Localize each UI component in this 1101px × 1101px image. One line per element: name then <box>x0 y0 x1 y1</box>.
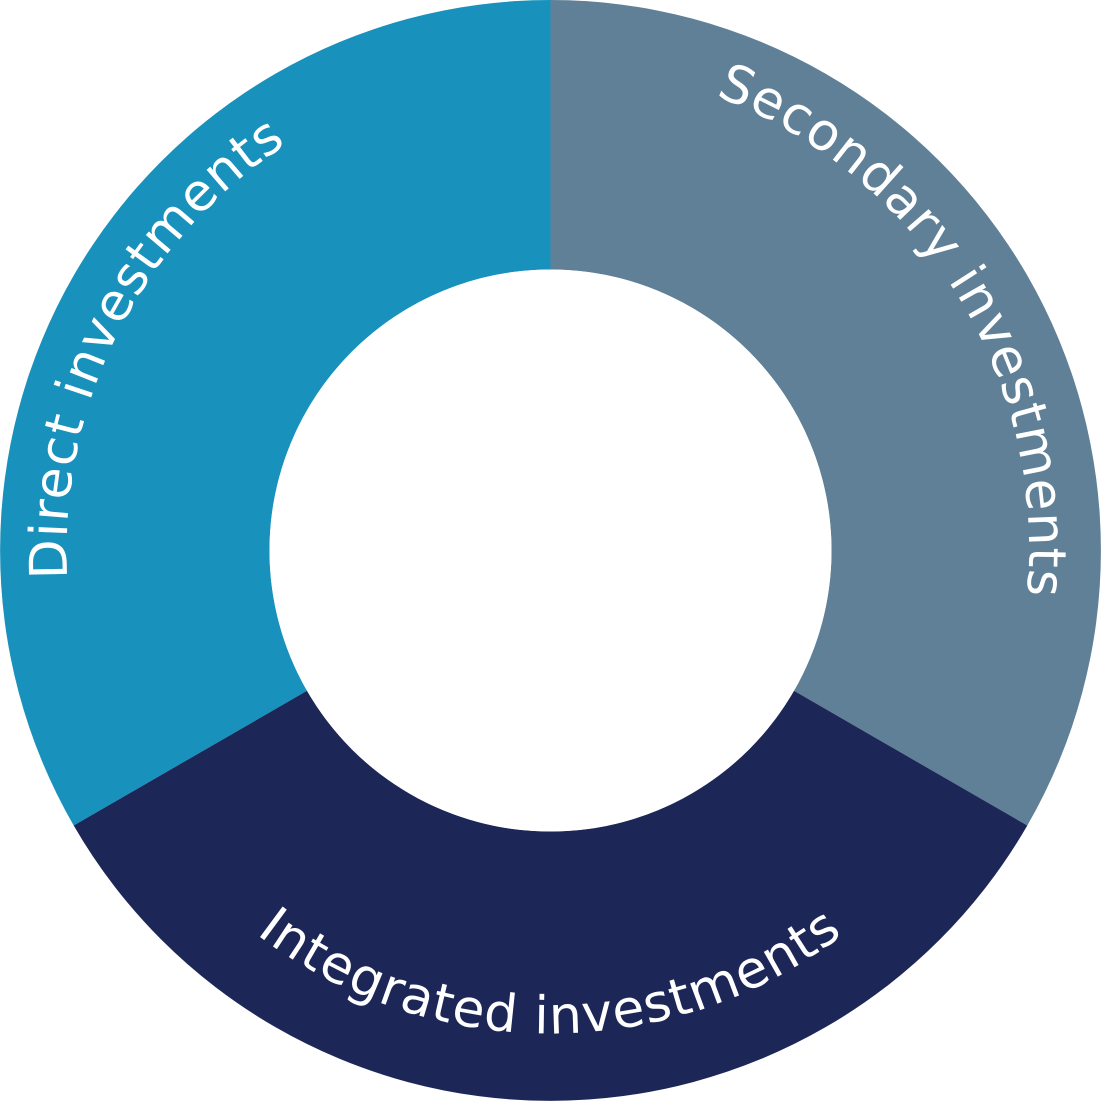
segment-secondary-investments <box>550 0 1101 826</box>
segment-integrated-investments <box>73 690 1028 1101</box>
center-hole <box>269 269 832 832</box>
segment-direct-investments <box>0 0 551 826</box>
